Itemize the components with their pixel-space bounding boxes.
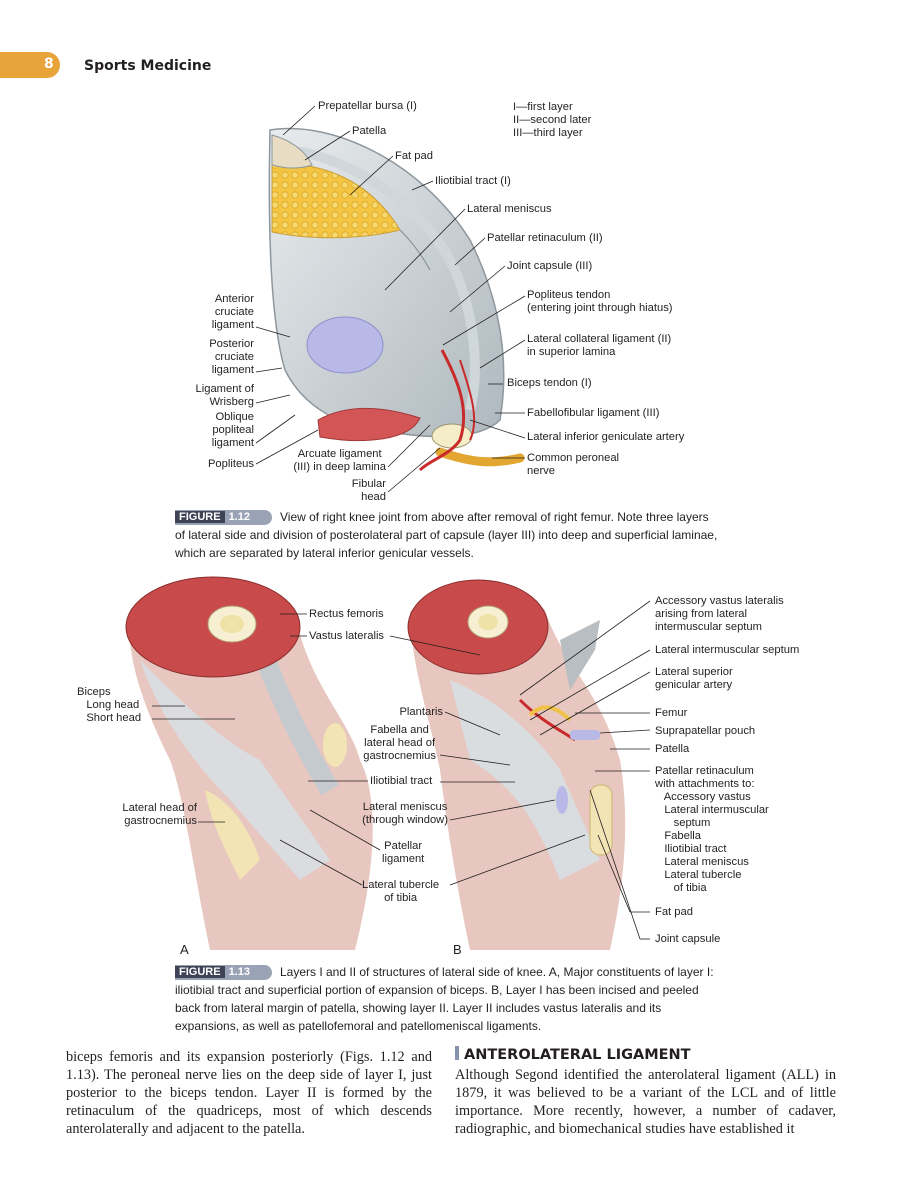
- label-patellar-retinaculum: Patellar retinaculum (II): [487, 232, 603, 244]
- label-fabella: Fabella and lateral head of gastrocnemiu…: [363, 724, 436, 762]
- page-number-tab: [0, 52, 60, 78]
- label-ligament-wrisberg: Ligament of Wrisberg: [195, 383, 254, 408]
- section-bar-icon: [455, 1046, 459, 1060]
- key-line-1: I—first layer: [513, 101, 573, 113]
- label-fat-pad: Fat pad: [395, 150, 433, 162]
- label-anterior-cruciate: Anterior cruciate ligament: [211, 293, 254, 331]
- label-lateral-meniscus-b: Lateral meniscus (through window): [362, 801, 448, 826]
- label-suprapatellar-pouch: Suprapatellar pouch: [655, 725, 756, 737]
- label-patellar-retinaculum-b: Patellar retinaculum with attachments to…: [655, 765, 769, 894]
- label-lateral-meniscus: Lateral meniscus: [467, 203, 552, 215]
- running-head: Sports Medicine: [84, 58, 212, 74]
- section-heading: ANTEROLATERAL LIGAMENT: [455, 1046, 691, 1063]
- label-popliteus: Popliteus: [207, 458, 254, 470]
- label-iliotibial-tract-a: Iliotibial tract: [370, 775, 433, 787]
- label-fabellofibular: Fabellofibular ligament (III): [527, 407, 660, 419]
- label-fat-pad-b: Fat pad: [655, 906, 693, 918]
- body-right-paragraph: Although Segond identified the anterolat…: [455, 1067, 836, 1137]
- label-prepatellar-bursa: Prepatellar bursa (I): [318, 100, 417, 112]
- label-femur: Femur: [655, 707, 688, 719]
- label-patella: Patella: [352, 125, 387, 137]
- label-posterior-cruciate: Posterior cruciate ligament: [209, 338, 254, 376]
- label-lateral-collateral: Lateral collateral ligament (II) in supe…: [527, 333, 672, 358]
- label-iliotibial-tract: Iliotibial tract (I): [435, 175, 511, 187]
- label-accessory-vastus: Accessory vastus lateralis arising from …: [655, 595, 784, 633]
- page-number: 8: [44, 56, 54, 72]
- label-lateral-intermuscular-septum: Lateral intermuscular septum: [655, 644, 800, 656]
- label-popliteus-tendon: Popliteus tendon (entering joint through…: [527, 289, 673, 314]
- label-joint-capsule: Joint capsule (III): [507, 260, 593, 272]
- label-plantaris: Plantaris: [399, 706, 443, 718]
- label-lateral-tubercle: Lateral tubercle of tibia: [362, 879, 440, 904]
- label-arcuate-ligament: Arcuate ligament (III) in deep lamina: [293, 448, 386, 473]
- panel-label-a: A: [180, 942, 189, 957]
- panel-label-b: B: [453, 942, 462, 957]
- label-fibular-head: Fibular head: [351, 478, 386, 503]
- key-line-3: III—third layer: [513, 127, 583, 139]
- label-biceps: Biceps Long head Short head: [77, 686, 142, 724]
- label-lateral-head-gastrocnemius: Lateral head of gastrocnemius: [122, 802, 197, 827]
- label-vastus-lateralis: Vastus lateralis: [309, 630, 385, 642]
- body-left-paragraph: biceps femoris and its expansion posteri…: [66, 1049, 432, 1137]
- label-patellar-ligament: Patellar ligament: [382, 840, 425, 865]
- label-common-peroneal: Common peroneal nerve: [527, 452, 620, 477]
- label-lateral-inferior-geniculate: Lateral inferior geniculate artery: [527, 431, 685, 443]
- label-patella-b: Patella: [655, 743, 690, 755]
- label-lateral-superior-geniculate: Lateral superior genicular artery: [655, 666, 733, 691]
- label-biceps-tendon: Biceps tendon (I): [507, 377, 592, 389]
- key-line-2: II—second later: [513, 114, 592, 126]
- label-oblique-popliteal: Oblique popliteal ligament: [211, 411, 254, 449]
- label-joint-capsule-b: Joint capsule: [655, 933, 721, 945]
- label-rectus-femoris: Rectus femoris: [309, 608, 384, 620]
